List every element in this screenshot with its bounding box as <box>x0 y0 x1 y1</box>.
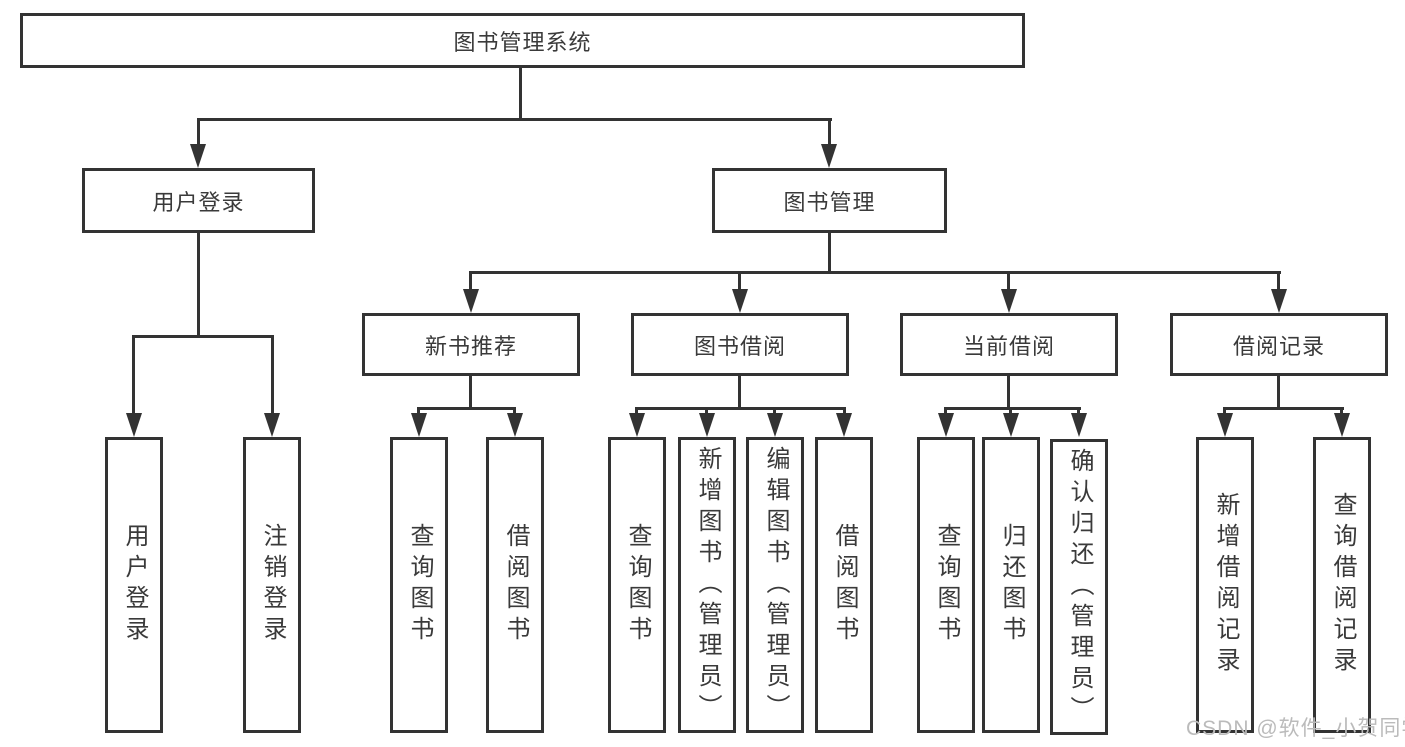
node-label: 借阅记录 <box>1232 333 1325 359</box>
node-label: 图书借阅 <box>693 333 786 359</box>
leaf-query-borrow-record: 查询借阅记录 <box>1313 437 1371 733</box>
leaf-query-books-recommend: 查询图书 <box>390 437 448 733</box>
connector-rail <box>636 407 846 410</box>
node-label: 图书管理系统 <box>453 29 592 55</box>
node-label: 注销登录 <box>259 523 286 647</box>
arrow-down <box>264 413 280 437</box>
node-label: 新书推荐 <box>424 333 517 359</box>
connector-shaft <box>635 407 638 416</box>
node-label: 借阅图书 <box>502 523 529 647</box>
node-user-login-branch: 用户登录 <box>82 168 315 233</box>
leaf-add-borrow-record: 新增借阅记录 <box>1196 437 1254 733</box>
connector-rail <box>133 335 274 338</box>
connector-shaft <box>271 335 274 417</box>
arrow-down <box>1217 413 1233 437</box>
connector-shaft <box>469 271 472 293</box>
connector-shaft <box>705 407 708 416</box>
node-label: 新增图书（管理员） <box>694 445 721 725</box>
node-label: 图书管理 <box>783 189 876 215</box>
leaf-add-books-admin: 新增图书（管理员） <box>678 437 736 733</box>
node-label: 用户登录 <box>121 523 148 647</box>
leaf-borrow-books: 借阅图书 <box>815 437 873 733</box>
arrow-down <box>1271 289 1287 313</box>
node-label: 新增借阅记录 <box>1212 492 1239 678</box>
arrow-down <box>938 413 954 437</box>
node-label: 确认归还（管理员） <box>1066 447 1093 727</box>
node-new-book-recommend: 新书推荐 <box>362 313 580 376</box>
arrow-down <box>1071 413 1087 437</box>
connector-shaft <box>1277 271 1280 293</box>
connector-shaft <box>132 335 135 417</box>
node-label: 查询借阅记录 <box>1329 492 1356 678</box>
connector-stem <box>1277 376 1280 410</box>
arrow-down <box>463 289 479 313</box>
connector-shaft <box>1223 407 1226 416</box>
connector-shaft <box>197 118 200 146</box>
node-label: 借阅图书 <box>831 523 858 647</box>
leaf-return-books: 归还图书 <box>982 437 1040 733</box>
node-current-borrow: 当前借阅 <box>900 313 1118 376</box>
node-label: 归还图书 <box>998 523 1025 647</box>
node-borrow-records: 借阅记录 <box>1170 313 1388 376</box>
node-label: 查询图书 <box>624 523 651 647</box>
node-label: 查询图书 <box>406 523 433 647</box>
arrow-down <box>629 413 645 437</box>
arrow-down <box>1334 413 1350 437</box>
connector-rail <box>945 407 1081 410</box>
leaf-edit-books-admin: 编辑图书（管理员） <box>746 437 804 733</box>
connector-shaft <box>1009 407 1012 416</box>
arrow-down <box>1003 413 1019 437</box>
node-label: 当前借阅 <box>962 333 1055 359</box>
connector-shaft <box>738 271 741 293</box>
connector-rail <box>469 271 1281 274</box>
leaf-confirm-return-admin: 确认归还（管理员） <box>1050 439 1108 735</box>
connector-stem <box>828 233 831 274</box>
connector-shaft <box>828 118 831 146</box>
connector-root-stem <box>519 68 522 120</box>
leaf-logout: 注销登录 <box>243 437 301 733</box>
csdn-watermark: CSDN @软件_小贺同学 <box>1186 717 1405 740</box>
node-label: 查询图书 <box>933 523 960 647</box>
connector-shaft <box>513 407 516 416</box>
node-library-management-system: 图书管理系统 <box>20 13 1025 68</box>
node-book-borrow: 图书借阅 <box>631 313 849 376</box>
connector-stem <box>469 376 472 410</box>
node-label: 用户登录 <box>152 189 245 215</box>
leaf-user-login: 用户登录 <box>105 437 163 733</box>
arrow-down <box>732 289 748 313</box>
arrow-down <box>411 413 427 437</box>
connector-shaft <box>773 407 776 416</box>
connector-shaft <box>843 407 846 416</box>
leaf-borrow-books-recommend: 借阅图书 <box>486 437 544 733</box>
node-label: 编辑图书（管理员） <box>762 445 789 725</box>
arrow-down <box>126 413 142 437</box>
arrow-down <box>1001 289 1017 313</box>
arrow-down <box>699 413 715 437</box>
connector-shaft <box>1007 271 1010 293</box>
leaf-query-books-current: 查询图书 <box>917 437 975 733</box>
connector-stem <box>738 376 741 410</box>
arrow-down <box>821 144 837 168</box>
connector-stem <box>1007 376 1010 410</box>
node-book-management-branch: 图书管理 <box>712 168 947 233</box>
connector-root-rail <box>197 118 832 121</box>
connector-rail <box>417 407 516 410</box>
arrow-down <box>190 144 206 168</box>
connector-shaft <box>1077 407 1080 416</box>
connector-rail <box>1224 407 1344 410</box>
leaf-query-books-borrow: 查询图书 <box>608 437 666 733</box>
connector-stem <box>197 233 200 338</box>
connector-shaft <box>417 407 420 416</box>
arrow-down <box>507 413 523 437</box>
connector-shaft <box>944 407 947 416</box>
arrow-down <box>836 413 852 437</box>
arrow-down <box>767 413 783 437</box>
connector-shaft <box>1340 407 1343 416</box>
